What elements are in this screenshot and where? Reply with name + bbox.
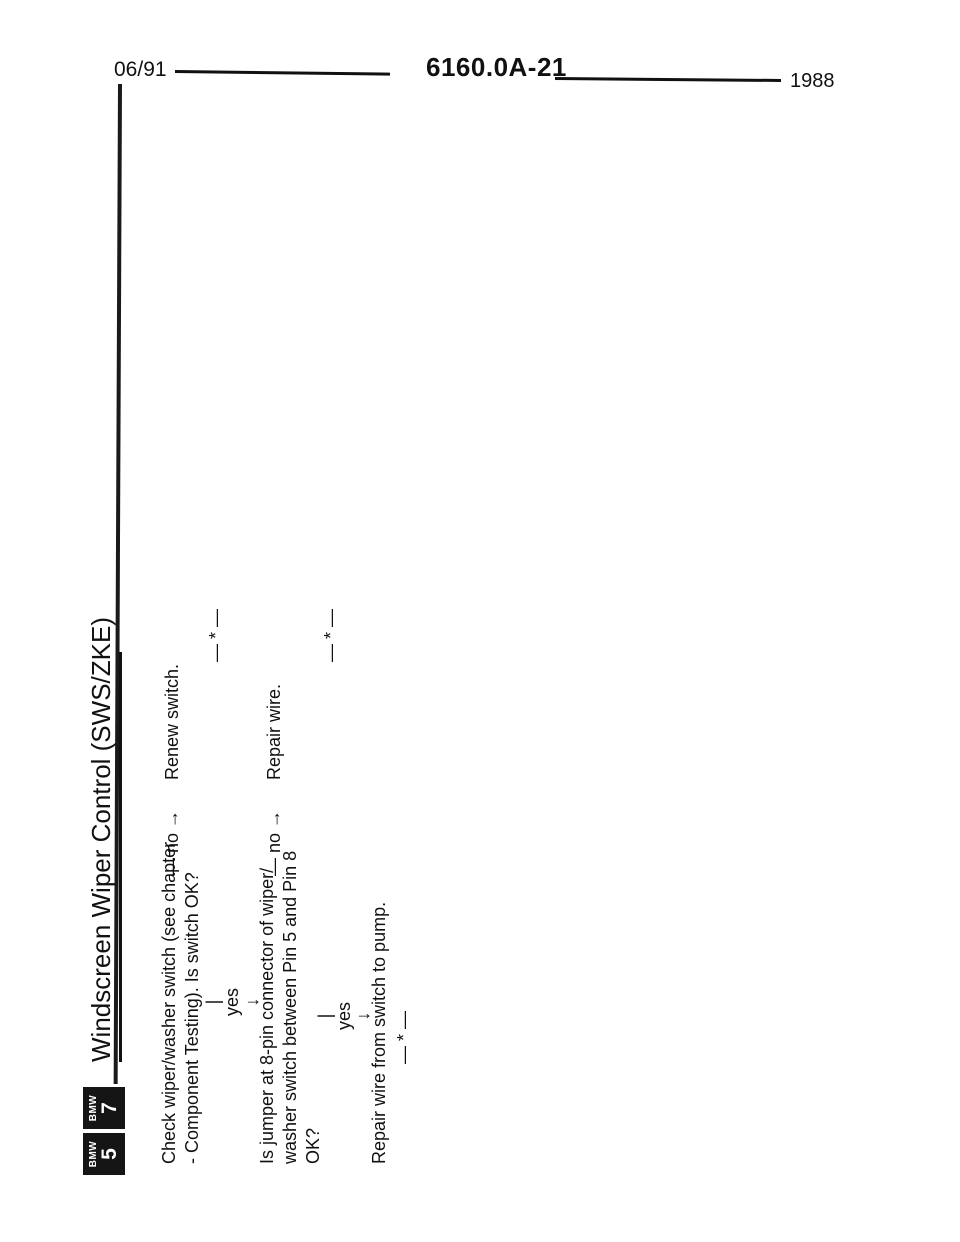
step3-action-line1: Repair wire from switch to pump. <box>369 901 389 1164</box>
step2-end-mark: — * — <box>321 608 341 662</box>
step2-question-line1: Is jumper at 8-pin connector of wiper/ <box>257 867 277 1164</box>
step1-no-action: Renew switch. <box>162 663 182 780</box>
model-year: 1988 <box>790 70 835 92</box>
revision-date: 06/91 <box>114 58 167 81</box>
step2-question-line3: OK? <box>303 1127 323 1164</box>
step1-no-branch: — no → <box>162 809 182 876</box>
title-underline <box>119 652 122 1062</box>
step2-question-line2: washer switch between Pin 5 and Pin 8 <box>280 850 300 1164</box>
step2-no-action: Repair wire. <box>264 683 284 780</box>
step1-yes-label: yes <box>222 988 242 1017</box>
logo-box-7-series: BMW 7 <box>83 1087 125 1129</box>
step2-yes-bar: | <box>315 1013 335 1019</box>
logo-brand-text: BMW <box>87 1094 99 1122</box>
logo-model-number: 7 <box>97 1102 121 1114</box>
document-code: 6160.0A-21 <box>426 52 567 82</box>
bmw-series-logo: BMW 5 BMW 7 <box>83 1087 125 1175</box>
logo-model-number: 5 <box>97 1148 121 1160</box>
step1-end-mark: — * — <box>206 608 226 662</box>
step2-yes-label: yes <box>334 1002 354 1031</box>
step1-question-line1: Check wiper/washer switch (see chapter <box>159 841 179 1164</box>
step1-question-line2: - Component Testing). Is switch OK? <box>182 872 202 1164</box>
logo-brand-text: BMW <box>87 1140 99 1168</box>
step2-no-branch: — no → <box>264 809 284 876</box>
step1-yes-bar: | <box>203 999 223 1005</box>
logo-box-5-series: BMW 5 <box>83 1133 125 1175</box>
page-title: Windscreen Wiper Control (SWS/ZKE) <box>86 617 116 1062</box>
step3-end-mark: — * — <box>394 1010 414 1064</box>
